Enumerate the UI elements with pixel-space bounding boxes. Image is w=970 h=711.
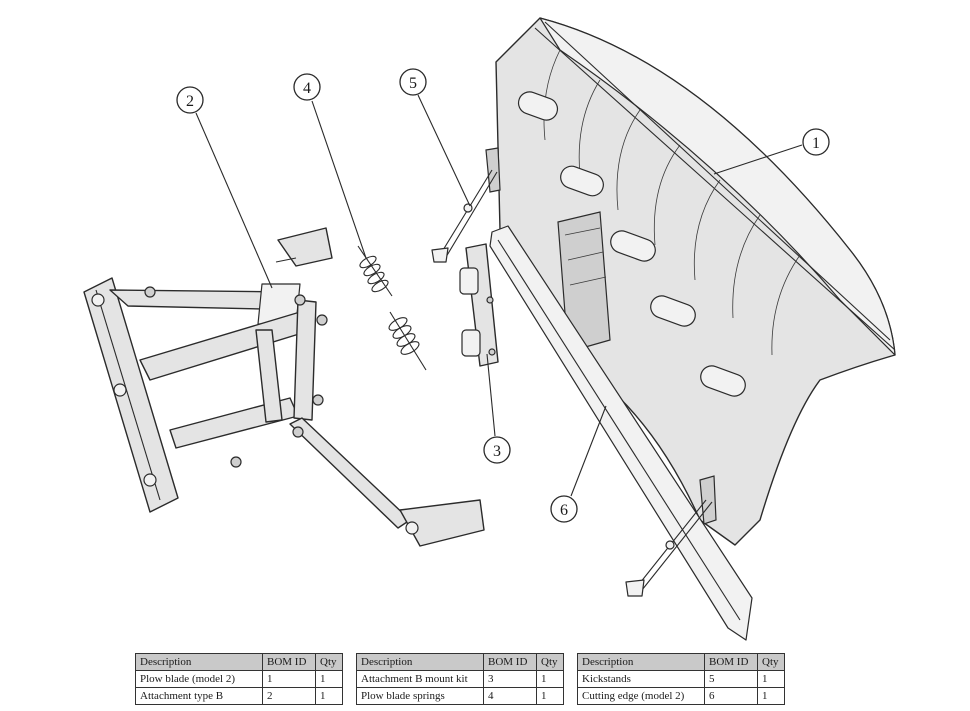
bom-header-description: Description — [577, 653, 705, 671]
bom-header-qty: Qty — [757, 653, 785, 671]
bom-table-header: Description BOM ID Qty — [577, 653, 785, 671]
bom-table-header: Description BOM ID Qty — [135, 653, 343, 671]
bom-table-1: Description BOM ID Qty Plow blade (model… — [135, 653, 343, 705]
callout-6-label: 6 — [560, 502, 568, 519]
bom-cell-description: Kickstands — [577, 670, 705, 688]
callout-5: 5 — [399, 68, 427, 96]
bom-cell-description: Plow blade (model 2) — [135, 670, 263, 688]
cutting-edge — [489, 225, 753, 641]
bom-header-id: BOM ID — [483, 653, 537, 671]
table-row: Attachment type B 2 1 — [135, 687, 343, 705]
table-row: Cutting edge (model 2) 6 1 — [577, 687, 785, 705]
bom-cell-description: Cutting edge (model 2) — [577, 687, 705, 705]
plow-springs — [357, 245, 427, 371]
callout-4: 4 — [293, 73, 321, 101]
callout-2-label: 2 — [186, 93, 194, 110]
callout-3: 3 — [483, 436, 511, 464]
bom-cell-qty: 1 — [315, 670, 343, 688]
bom-header-id: BOM ID — [262, 653, 316, 671]
bom-header-qty: Qty — [536, 653, 564, 671]
bom-cell-description: Plow blade springs — [356, 687, 484, 705]
bom-cell-id: 2 — [262, 687, 316, 705]
bom-cell-id: 3 — [483, 670, 537, 688]
bom-cell-description: Attachment B mount kit — [356, 670, 484, 688]
callout-4-label: 4 — [303, 80, 311, 97]
bom-cell-id: 5 — [704, 670, 758, 688]
callout-3-label: 3 — [493, 443, 501, 460]
callout-1: 1 — [802, 128, 830, 156]
bom-cell-qty: 1 — [315, 687, 343, 705]
bom-header-description: Description — [135, 653, 263, 671]
callout-1-label: 1 — [812, 135, 820, 152]
bom-table-header: Description BOM ID Qty — [356, 653, 564, 671]
callout-5-label: 5 — [409, 75, 417, 92]
table-row: Attachment B mount kit 3 1 — [356, 670, 564, 688]
attachment-frame — [83, 227, 485, 547]
leader-lines — [195, 94, 803, 497]
table-row: Plow blade springs 4 1 — [356, 687, 564, 705]
bom-cell-id: 1 — [262, 670, 316, 688]
bom-cell-qty: 1 — [536, 670, 564, 688]
bom-cell-qty: 1 — [757, 670, 785, 688]
bom-table-2: Description BOM ID Qty Attachment B moun… — [356, 653, 564, 705]
table-row: Kickstands 5 1 — [577, 670, 785, 688]
plow-blade — [495, 17, 896, 546]
bom-cell-qty: 1 — [536, 687, 564, 705]
callout-6: 6 — [550, 495, 578, 523]
bom-table-3: Description BOM ID Qty Kickstands 5 1 Cu… — [577, 653, 785, 705]
bom-cell-id: 6 — [704, 687, 758, 705]
callout-2: 2 — [176, 86, 204, 114]
bom-header-description: Description — [356, 653, 484, 671]
table-row: Plow blade (model 2) 1 1 — [135, 670, 343, 688]
bom-cell-description: Attachment type B — [135, 687, 263, 705]
exploded-diagram: 1 2 3 4 5 6 — [83, 17, 896, 641]
bom-cell-id: 4 — [483, 687, 537, 705]
kickstands — [431, 147, 717, 597]
bom-header-qty: Qty — [315, 653, 343, 671]
bom-header-id: BOM ID — [704, 653, 758, 671]
bom-cell-qty: 1 — [757, 687, 785, 705]
mount-kit — [459, 243, 499, 367]
